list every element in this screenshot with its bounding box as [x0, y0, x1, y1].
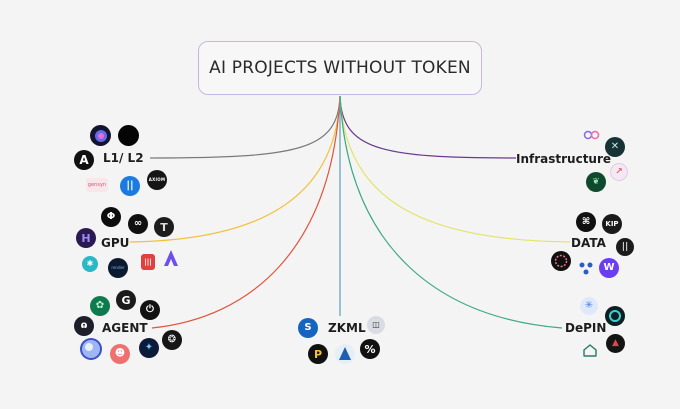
logo-agent-8: ✦	[139, 338, 159, 358]
logo-depin-4	[583, 343, 597, 357]
logo-l1l2-2	[118, 125, 139, 146]
logo-data-1: ⌘	[576, 212, 596, 232]
category-label-zkml: ZKML	[328, 321, 366, 335]
category-label-gpu: GPU	[101, 236, 130, 250]
logo-gpu-3: T	[154, 217, 174, 237]
logo-l1l2-1	[90, 125, 111, 146]
category-label-depin: DePIN	[565, 321, 607, 335]
logo-zkml-2: ◫	[367, 316, 385, 334]
logo-gpu-2: ∞	[128, 214, 148, 234]
logo-depin-3: ▲	[606, 334, 625, 353]
logo-gpu-4: H	[76, 228, 96, 248]
logo-agent-5: ❂	[162, 330, 182, 350]
connector-infrastructure	[339, 95, 517, 159]
logo-data-5	[578, 261, 594, 275]
logo-render: render	[108, 258, 128, 278]
logo-depin-1: ✳	[580, 297, 598, 315]
category-label-l1l2: L1/ L2	[103, 151, 144, 165]
logo-infra-1	[583, 130, 601, 140]
logo-gpu-8	[160, 247, 182, 269]
logo-axiom: AXIOM	[147, 170, 167, 190]
connector-data	[339, 95, 571, 243]
connector-l1l2	[149, 95, 341, 159]
logo-l1l2-5: ||	[120, 176, 140, 196]
logo-agent-6	[80, 338, 102, 360]
category-label-data: DATA	[571, 236, 606, 250]
logo-gpu-5: ✱	[82, 256, 98, 272]
logo-gpu-1: Φ	[101, 207, 121, 227]
category-label-infrastructure: Infrastructure	[516, 152, 612, 166]
logo-agent-4: ɷ	[74, 316, 94, 336]
logo-depin-2	[605, 306, 625, 326]
logo-zkml-3: P	[308, 344, 328, 364]
connector-depin	[339, 95, 563, 329]
connector-agent	[151, 95, 341, 329]
title-box: AI PROJECTS WITHOUT TOKEN	[198, 41, 482, 95]
logo-zkml-4	[335, 344, 355, 364]
logo-zkml-5: %	[360, 339, 380, 359]
logo-data-6: W	[599, 258, 619, 278]
logo-kip: KIP	[602, 214, 622, 234]
logo-agent-7: ☻	[110, 344, 130, 364]
logo-agent-1: G	[116, 290, 136, 310]
logo-zkml-1: S	[298, 318, 318, 338]
page-title: AI PROJECTS WITHOUT TOKEN	[209, 58, 471, 78]
connector-gpu	[129, 95, 341, 243]
logo-agent-3: ⏻	[140, 300, 160, 320]
logo-l1l2-3: A	[74, 150, 94, 170]
logo-infra-4: ↗	[610, 163, 628, 181]
logo-data-3: ||	[616, 238, 634, 256]
logo-gensyn: gensyn	[86, 178, 108, 192]
logo-gpu-7: |||	[141, 254, 155, 270]
category-label-agent: AGENT	[102, 321, 148, 335]
logo-agent-2: ✿	[90, 296, 110, 316]
logo-infra-3: ❦	[586, 172, 606, 192]
logo-data-4	[551, 251, 571, 271]
logo-infra-2: ✕	[605, 137, 625, 157]
